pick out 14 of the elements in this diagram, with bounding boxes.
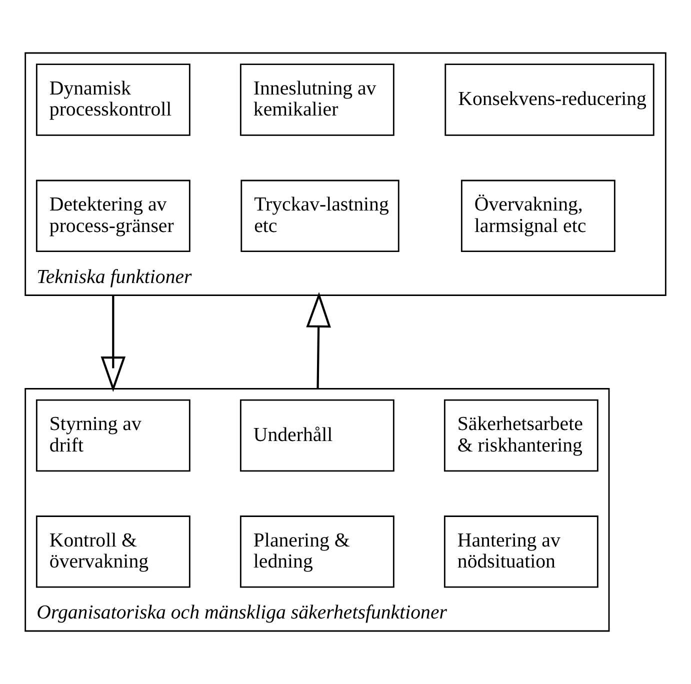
node-box: Styrning av drift (36, 399, 190, 472)
node-box: Konsekvens-reducering (444, 64, 654, 136)
node-box: Säkerhetsarbete & riskhantering (444, 399, 598, 472)
node-box: Detektering av process-gränser (36, 180, 190, 252)
node-box: Planering & ledning (240, 516, 394, 588)
node-box: Inneslutning av kemikalier (240, 64, 394, 136)
node-box: Tryckav-lastning etc (240, 180, 400, 252)
node-box: Övervakning, larmsignal etc (460, 180, 616, 252)
node-box: Dynamisk processkontroll (36, 64, 190, 136)
arrow (100, 295, 126, 392)
arrow (306, 292, 331, 389)
node-box: Underhåll (240, 399, 394, 472)
node-box: Kontroll & övervakning (36, 516, 190, 588)
node-box: Hantering av nödsituation (444, 516, 598, 588)
